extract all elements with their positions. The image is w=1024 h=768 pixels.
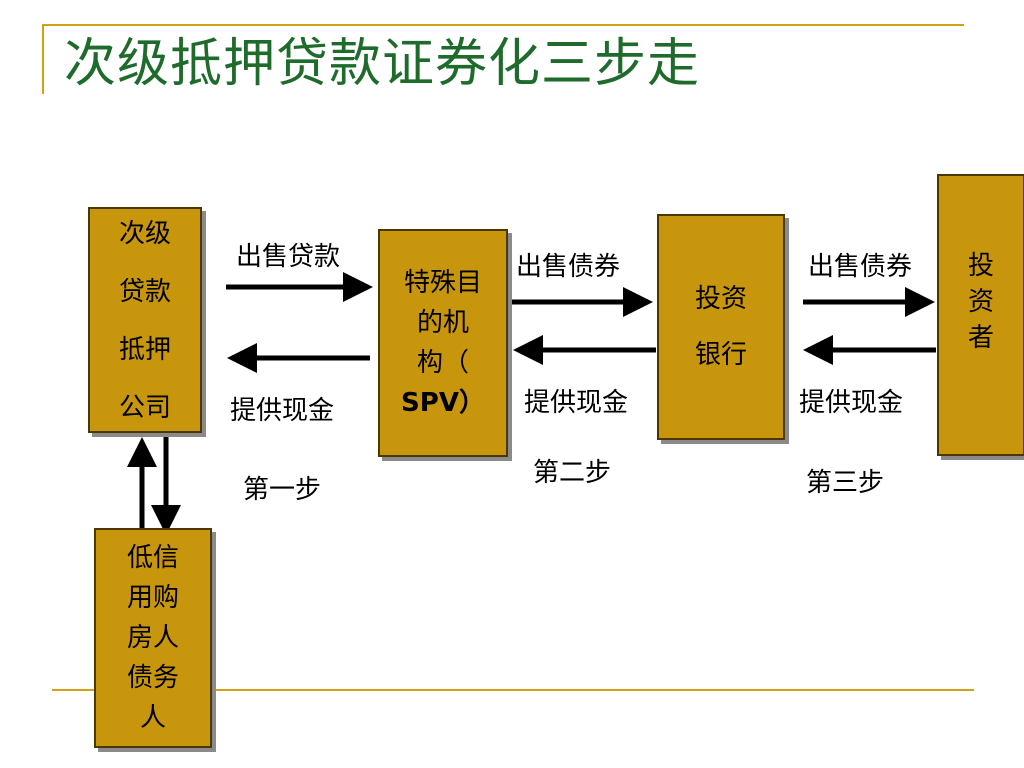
label-provide-cash-2: 提供现金: [524, 388, 629, 418]
footer-rule: [52, 689, 974, 691]
box-label: 构（: [416, 348, 469, 378]
box-label: 房人: [126, 623, 179, 653]
investment-bank-box: 投资 银行: [657, 214, 785, 440]
box-label: 公司: [118, 393, 171, 423]
step-one-label: 第一步: [243, 475, 322, 505]
spv-box: 特殊目 的机 构（ SPV）: [378, 229, 508, 457]
box-label: 银行: [694, 340, 747, 370]
box-label: 特殊目: [403, 268, 482, 298]
box-label: 投资: [694, 284, 747, 314]
label-sell-bonds-2: 出售债券: [808, 252, 913, 282]
subprime-lender-box: 次级 贷款 抵押 公司: [88, 207, 202, 433]
page-title: 次级抵押贷款证券化三步走: [64, 34, 701, 94]
box-label: 的机: [416, 308, 469, 338]
box-label: 低信: [126, 543, 179, 573]
box-label: 用购: [126, 583, 179, 613]
low-credit-borrowers-box: 低信 用购 房人 债务 人: [94, 528, 212, 748]
box-label: 次级: [118, 219, 171, 249]
label-provide-cash-1: 提供现金: [230, 396, 335, 426]
label-sell-bonds-1: 出售债券: [516, 252, 621, 282]
title-left-rule: [42, 24, 44, 94]
label-provide-cash-3: 提供现金: [799, 388, 904, 418]
box-label: SPV）: [401, 388, 485, 418]
step-two-label: 第二步: [533, 458, 612, 488]
investors-box: 投 资 者: [937, 174, 1024, 456]
box-label: 抵押: [118, 335, 171, 365]
title-top-rule: [42, 24, 964, 26]
box-label: 者: [967, 323, 994, 353]
step-three-label: 第三步: [806, 468, 885, 498]
box-label: 贷款: [118, 277, 171, 307]
box-label: 人: [139, 703, 166, 733]
box-label: 资: [967, 287, 994, 317]
box-label: 投: [967, 251, 994, 281]
box-label: 债务: [126, 663, 179, 693]
label-sell-loans: 出售贷款: [236, 242, 341, 272]
